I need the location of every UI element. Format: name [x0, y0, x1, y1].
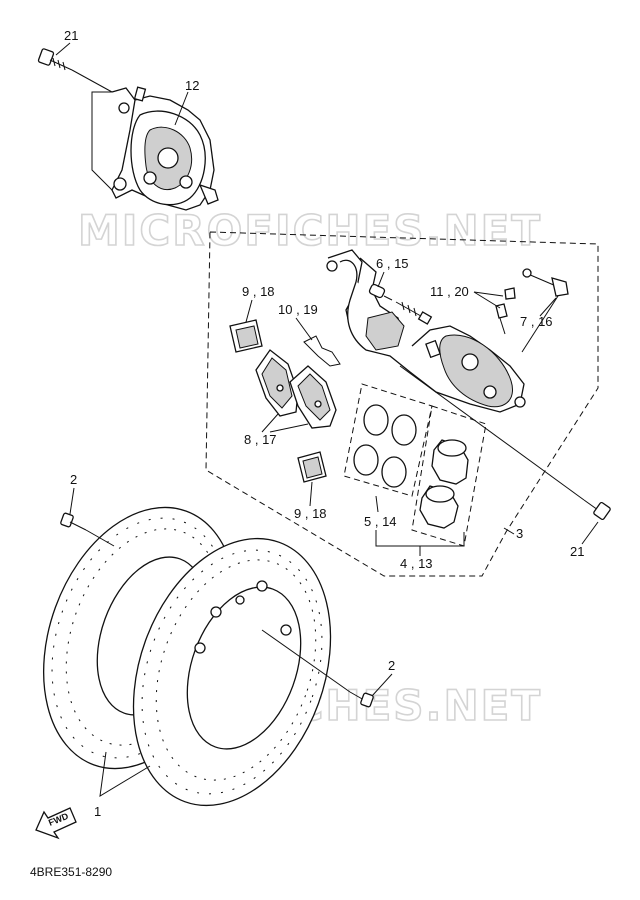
pad-spring-9-18-top: [229, 319, 263, 353]
pad-spring-9-18-bottom: [297, 451, 327, 483]
brake-disc-front: [132, 537, 332, 807]
callout-21-right: 21: [570, 544, 584, 559]
part-code: 4BRE351-8290: [30, 865, 112, 879]
brake-pads-8-17: [255, 349, 337, 429]
callout-4-13: 4 , 13: [400, 556, 433, 571]
callout-9-18-top: 9 , 18: [242, 284, 275, 299]
pin-6-15: [368, 283, 393, 301]
bleed-screw-11-20: [495, 287, 516, 335]
bolt-7-16: [522, 268, 569, 297]
callout-5-14: 5 , 14: [364, 514, 397, 529]
bracket-4-13: [375, 530, 465, 547]
callout-8-17: 8 , 17: [244, 432, 277, 447]
callout-10-19: 10 , 19: [278, 302, 318, 317]
callout-9-18-bottom: 9 , 18: [294, 506, 327, 521]
callout-12: 12: [185, 78, 199, 93]
callout-2-right: 2: [388, 658, 395, 673]
callout-7-16: 7 , 16: [520, 314, 553, 329]
callout-11-20: 11 , 20: [430, 284, 469, 299]
seal-kit-5-14: [343, 383, 433, 497]
caliper-assembly-12: [37, 48, 219, 211]
watermark-top: MICROFICHES.NET: [78, 206, 542, 255]
bolt-21-top: [37, 48, 73, 71]
bolt-2-left: [60, 512, 87, 531]
callout-2-left: 2: [70, 472, 77, 487]
callout-3: 3: [516, 526, 523, 541]
caliper-body: [326, 249, 526, 413]
forward-arrow-icon: FWD: [35, 807, 77, 840]
bolt-21-right: [583, 499, 611, 521]
piston-kit: [411, 405, 487, 547]
bolt-2-right: [349, 691, 374, 708]
pad-retainer-10-19: [303, 335, 341, 367]
callout-21-top: 21: [64, 28, 78, 43]
caliper-kit-boundary: [205, 231, 599, 577]
callout-1: 1: [94, 804, 101, 819]
callout-6-15: 6 , 15: [376, 256, 409, 271]
slide-pin: [395, 301, 433, 325]
